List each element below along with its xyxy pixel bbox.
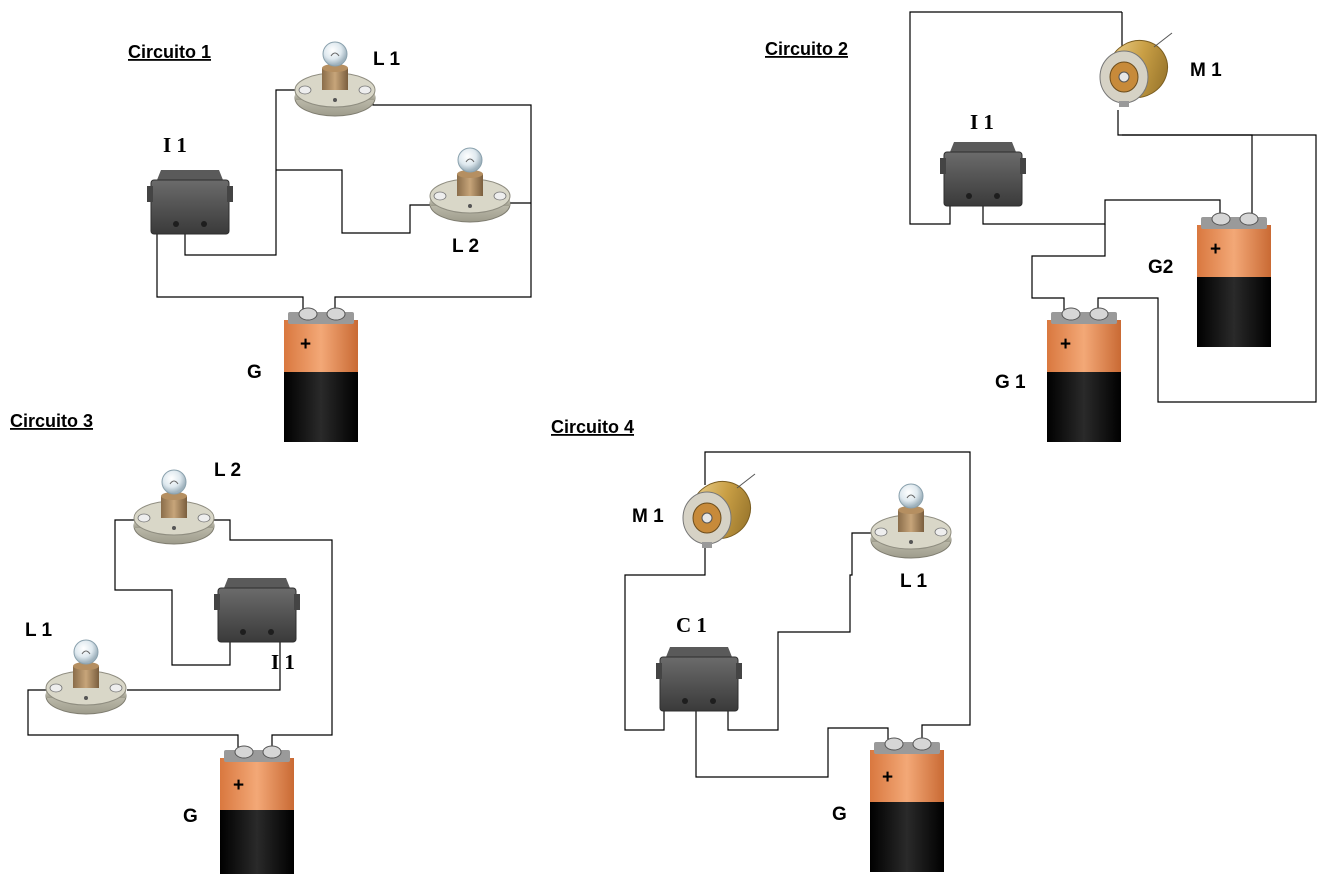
motor-label: M 1 bbox=[1190, 60, 1222, 81]
battery-icon bbox=[869, 737, 945, 873]
switch-label: I 1 bbox=[970, 110, 994, 134]
lamp-icon bbox=[429, 147, 511, 223]
switch-icon bbox=[213, 577, 301, 643]
switch-label: C 1 bbox=[676, 613, 707, 637]
lamp-icon bbox=[294, 41, 376, 117]
circuit-2: Circuito 2 M 1 I 1 + G2 + G 1 bbox=[765, 11, 1317, 443]
circuit-1: Circuito 1 L 1 L 2 I 1 + G bbox=[128, 41, 532, 443]
motor-icon bbox=[680, 470, 762, 550]
circuit-1-title: Circuito 1 bbox=[128, 42, 211, 62]
battery-icon bbox=[283, 307, 359, 443]
circuit-2-title: Circuito 2 bbox=[765, 39, 848, 59]
battery-icon bbox=[1046, 307, 1122, 443]
battery-label: G bbox=[247, 362, 262, 383]
circuit-3: Circuito 3 L 2 L 1 I 1 + G bbox=[10, 411, 333, 874]
switch-icon bbox=[939, 141, 1027, 207]
battery-label: G 1 bbox=[995, 372, 1026, 393]
battery-icon bbox=[1196, 212, 1272, 348]
battery-plus: + bbox=[1060, 334, 1071, 355]
lamp-label: L 2 bbox=[214, 460, 241, 481]
lamp-label: L 1 bbox=[373, 49, 401, 70]
battery-icon bbox=[219, 745, 295, 874]
lamp-label: L 2 bbox=[452, 236, 479, 257]
battery-label: G2 bbox=[1148, 257, 1173, 278]
lamp-label: L 1 bbox=[25, 620, 53, 641]
switch-icon bbox=[655, 646, 743, 712]
circuit-3-title: Circuito 3 bbox=[10, 411, 93, 431]
circuit-4: Circuito 4 M 1 L 1 C 1 + G bbox=[551, 417, 971, 873]
lamp-label: L 1 bbox=[900, 571, 928, 592]
motor-label: M 1 bbox=[632, 506, 664, 527]
battery-label: G bbox=[832, 804, 847, 825]
lamp-icon bbox=[870, 483, 952, 559]
battery-plus: + bbox=[300, 334, 311, 355]
lamp-icon bbox=[45, 639, 127, 715]
battery-label: G bbox=[183, 806, 198, 827]
wires bbox=[909, 11, 1317, 403]
wires bbox=[624, 451, 971, 778]
switch-icon bbox=[146, 169, 234, 235]
wires bbox=[27, 519, 333, 756]
motor-icon bbox=[1097, 29, 1179, 109]
battery-plus: + bbox=[233, 775, 244, 796]
switch-label: I 1 bbox=[271, 650, 295, 674]
switch-label: I 1 bbox=[163, 133, 187, 157]
lamp-icon bbox=[133, 469, 215, 545]
circuit-4-title: Circuito 4 bbox=[551, 417, 634, 437]
battery-plus: + bbox=[882, 767, 893, 788]
battery-plus: + bbox=[1210, 239, 1221, 260]
